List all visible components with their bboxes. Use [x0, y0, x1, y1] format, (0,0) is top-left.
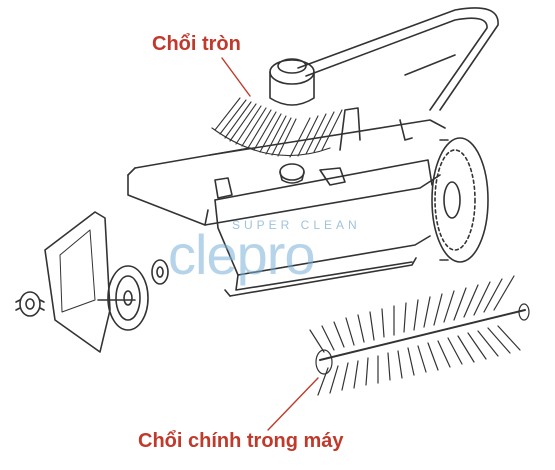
right-wheel — [431, 137, 489, 263]
watermark-tagline: SUPER CLEAN — [232, 218, 361, 232]
side-plate — [44, 211, 136, 353]
chassis-frame — [127, 107, 446, 297]
top-hub — [269, 58, 315, 184]
round-brush-label: Chổi tròn — [152, 33, 241, 55]
leader-line-bottom — [267, 377, 319, 431]
main-brush-label: Chổi chính trong máy — [138, 430, 344, 452]
watermark-logo: clepro — [168, 223, 316, 286]
handle — [297, 7, 499, 111]
round-brush-graphic — [211, 97, 343, 158]
gear — [15, 291, 45, 317]
main-brush-graphic — [309, 275, 530, 396]
pulley — [107, 259, 169, 331]
leader-line-top — [221, 57, 251, 97]
